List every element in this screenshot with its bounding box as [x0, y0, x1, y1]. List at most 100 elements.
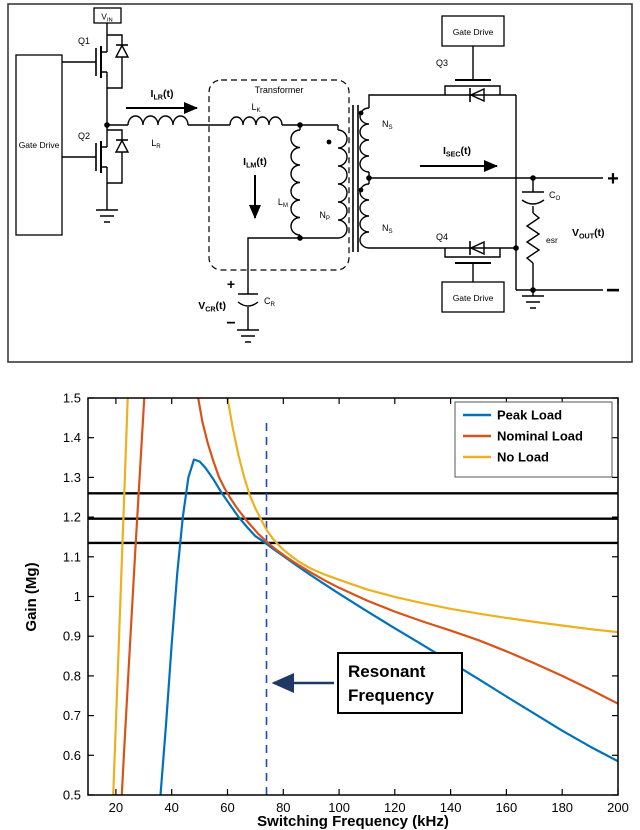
schematic-border [7, 3, 633, 363]
q1-mosfet: Q1 [62, 23, 130, 125]
series-nominal-load [120, 398, 618, 795]
ns-bottom-phase-dot [358, 187, 364, 193]
q3-body-diode [469, 87, 485, 103]
co-capacitor [521, 199, 545, 205]
resonant-frequency-annotation: Resonant Frequency [271, 652, 463, 714]
x-axis-label: Switching Frequency (kHz) [257, 813, 449, 830]
x-tick-label: 60 [220, 800, 234, 815]
plus-output-terminal: + [607, 168, 619, 190]
lr-coil [127, 115, 189, 126]
np-phase-dot [326, 139, 332, 145]
vin-label: VIN [101, 12, 112, 24]
x-tick-label: 140 [440, 800, 462, 815]
minus-output-terminal: − [606, 277, 620, 304]
cr-capacitor [237, 301, 259, 307]
legend-label: Peak Load [497, 408, 562, 423]
ns-bottom-coil [359, 183, 370, 249]
lm-label: LM [278, 197, 288, 209]
y-tick-label: 0.6 [63, 748, 81, 763]
x-tick-label: 20 [109, 800, 123, 815]
annotation-line2: Frequency [348, 686, 435, 705]
gate-drive-q4-label: Gate Drive [453, 293, 494, 303]
esr-label: esr [546, 235, 558, 245]
secondary-output: ISEC(t) [369, 145, 603, 179]
esr-resistor [525, 212, 541, 264]
q1-body-diode-wire [107, 34, 123, 89]
transformer-dashed-box [208, 79, 350, 271]
ground-symbol-output [522, 290, 544, 309]
vin-source: VIN [93, 7, 122, 24]
q2-body-diode-wire [107, 129, 123, 184]
secondary-top-lead [368, 94, 435, 108]
np-label: NP [319, 210, 330, 222]
series-peak-load [159, 458, 618, 795]
annotation-box [337, 652, 463, 714]
q4-rectifier: Gate Drive Q4 [435, 232, 516, 313]
output-filter: CO esr [521, 175, 561, 309]
transformer-section: Transformer LK ILM(t) LM NP [208, 79, 350, 271]
minus-cr: − [226, 315, 235, 332]
q2-body-diode [114, 138, 130, 153]
y-tick-label: 0.9 [63, 629, 81, 644]
q1-body-diode [114, 43, 130, 58]
y-tick-label: 1.5 [63, 391, 81, 406]
q2-label: Q2 [78, 131, 90, 141]
transformer-label: Transformer [255, 85, 304, 95]
co-label: CO [549, 190, 561, 202]
x-tick-label: 120 [384, 800, 406, 815]
ground-symbol-q2 [96, 205, 118, 223]
vout-label: VOUT(t) [572, 227, 605, 241]
annotation-line1: Resonant [348, 662, 426, 681]
gate-drive-q3-label: Gate Drive [453, 27, 494, 37]
x-tick-label: 100 [328, 800, 350, 815]
plot-box [87, 397, 619, 796]
ground-symbol-cr [237, 329, 259, 343]
q3-label: Q3 [436, 58, 448, 68]
q4-body-diode [469, 240, 485, 256]
x-tick-label: 200 [607, 800, 629, 815]
ns-top-coil [359, 107, 370, 173]
q2-mosfet: Q2 [62, 125, 130, 223]
cr-label: CR [264, 296, 276, 308]
i-lr-label: ILR(t) [151, 88, 174, 102]
lr-label: LR [151, 138, 161, 150]
output-terminals: + − VOUT(t) [572, 168, 620, 304]
q3-rectifier: Gate Drive Q3 [435, 15, 516, 103]
q4-rail-node-dot [513, 245, 519, 251]
plus-cr: + [227, 276, 235, 292]
ns-top-phase-dot [358, 110, 364, 116]
legend-label: Nominal Load [497, 429, 583, 444]
y-tick-label: 1.2 [63, 510, 81, 525]
x-tick-label: 80 [276, 800, 290, 815]
y-tick-label: 0.8 [63, 668, 81, 683]
resonant-capacitor: + − VCR(t) CR [198, 237, 300, 343]
np-coil [337, 125, 348, 239]
x-tick-label: 180 [551, 800, 573, 815]
lk-label: LK [251, 102, 260, 114]
ns-bottom-label: NS [382, 223, 393, 235]
y-tick-label: 0.5 [63, 788, 81, 803]
i-lm-label: ILM(t) [243, 156, 267, 170]
y-axis-label: Gain (Mg) [23, 562, 40, 631]
output-top-node-dot [530, 175, 536, 181]
y-tick-label: 1 [74, 589, 81, 604]
vcr-label: VCR(t) [198, 300, 226, 314]
lk-coil [229, 116, 283, 126]
gate-drive-primary-box [15, 54, 63, 236]
series-no-load [112, 398, 618, 795]
gate-drive-primary: Gate Drive [15, 54, 63, 236]
lm-coil [290, 125, 301, 238]
ns-top-label: NS [382, 119, 393, 131]
i-sec-label: ISEC(t) [443, 145, 471, 159]
y-tick-label: 1.3 [63, 470, 81, 485]
q4-label: Q4 [436, 232, 448, 242]
y-tick-label: 1.1 [63, 549, 81, 564]
llc-converter-schematic: Gate Drive VIN Q1 Q2 [7, 3, 633, 363]
x-tick-label: 160 [496, 800, 518, 815]
legend-label: No Load [497, 450, 549, 465]
x-tick-label: 40 [164, 800, 178, 815]
transformer-core-secondary: NS NS [352, 94, 435, 252]
